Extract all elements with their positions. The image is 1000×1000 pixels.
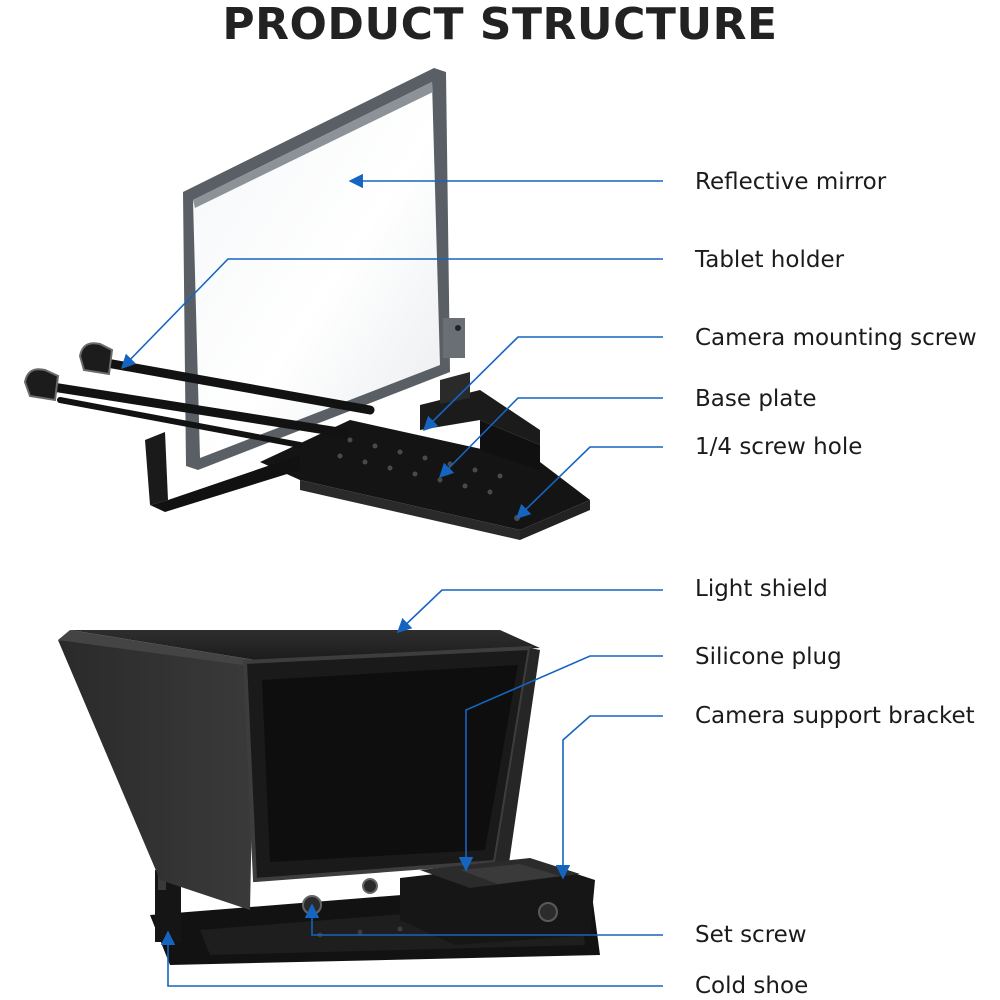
leader-set-screw: [304, 903, 663, 936]
camera-support-bracket-shape: [400, 862, 595, 945]
leader-lines: [120, 173, 663, 987]
leader-tablet-holder: [120, 258, 663, 370]
leader-base-plate: [438, 397, 663, 479]
label-light-shield: Light shield: [695, 576, 828, 602]
page-title: PRODUCT STRUCTURE: [222, 0, 778, 50]
label-base-plate: Base plate: [695, 386, 817, 412]
base-plate-shape: [260, 420, 590, 530]
leader-camera-support-bracket: [555, 715, 663, 880]
leader-light-shield: [396, 589, 663, 633]
leader-screw-hole: [515, 446, 663, 520]
teleprompter-shield-illustration: [58, 630, 600, 965]
label-silicone-plug: Silicone plug: [695, 644, 842, 670]
label-camera-support-bracket: Camera support bracket: [695, 703, 975, 729]
label-reflective-mirror: Reflective mirror: [695, 169, 887, 195]
label-camera-mounting-screw: Camera mounting screw: [695, 325, 977, 351]
leader-camera-mounting-screw: [422, 336, 663, 432]
label-set-screw: Set screw: [695, 922, 807, 948]
tablet-holder-shape: [35, 355, 375, 448]
light-shield-left: [58, 640, 255, 910]
leader-cold-shoe: [160, 930, 663, 987]
label-cold-shoe: Cold shoe: [695, 973, 809, 999]
label-tablet-holder: Tablet holder: [695, 247, 845, 273]
teleprompter-open-illustration: [23, 68, 590, 540]
label-screw-hole: 1/4 screw hole: [695, 434, 863, 460]
leader-silicone-plug: [458, 655, 663, 872]
